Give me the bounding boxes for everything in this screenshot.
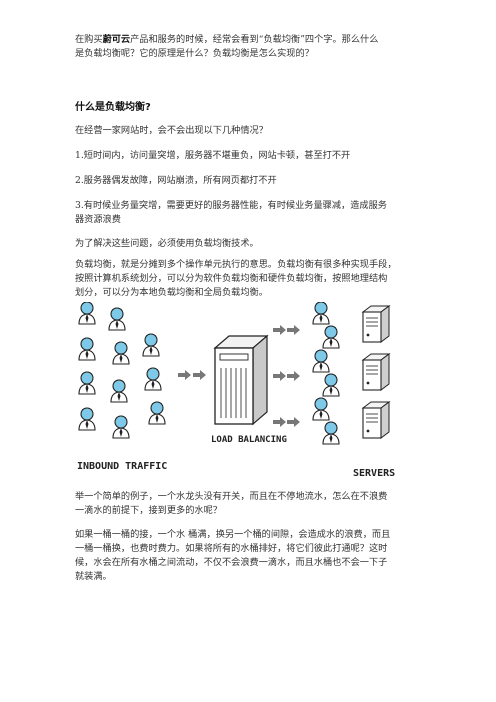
load-balancer-icon [213, 334, 269, 426]
question-paragraph: 在经营一家网站时，会不会出现以下几种情况？ [75, 125, 268, 136]
inbound-user-icons [78, 302, 166, 439]
load-balancing-illustration: INBOUND TRAFFIC LOAD BALANCING SERVERS [75, 302, 421, 507]
case-2: 2.服务器偶发故障，网站崩溃，所有网页都打不开 [75, 175, 277, 186]
case-1: 1.短时间内，访问量突增，服务器不堪重负，网站卡顿，甚至打不开 [75, 150, 351, 161]
brand-name: 蔚可云 [102, 34, 131, 45]
load-balancing-label: LOAD BALANCING [211, 435, 287, 445]
example-paragraph: 举一个简单的例子，一个水龙头没有开关，而且在不停地流水，怎么在不浪费 一滴水的前… [75, 491, 388, 516]
servers-label: SERVERS [353, 468, 395, 479]
inbound-arrow-icons [178, 370, 206, 380]
buckets-paragraph: 如果一桶一桶的接，一个水 桶满，换另一个桶的间隙，会造成水的浪费，而且 一桶一桶… [75, 529, 391, 582]
load-balancing-diagram: INBOUND TRAFFIC LOAD BALANCING SERVERS [77, 302, 395, 479]
intro-paragraph: 在购买蔚可云产品和服务的时候，经常会看到“负载均衡”四个字。那么什么 是负载均衡… [75, 34, 379, 59]
server-icons [362, 305, 390, 439]
case-3: 3.有时候业务量突增，需要更好的服务器性能，有时候业务量骤减，造成服务 器资源浪… [75, 200, 387, 225]
definition-paragraph: 负载均衡，就是分摊到多个操作单元执行的意思。负载均衡有很多种实现手段， 按照计算… [75, 259, 397, 298]
solution-paragraph: 为了解决这些问题，必须使用负载均衡技术。 [75, 238, 259, 249]
inbound-traffic-label: INBOUND TRAFFIC [77, 461, 167, 472]
outbound-arrow-icons [273, 325, 300, 427]
section-heading: 什么是负载均衡? [75, 102, 151, 113]
server-user-icons [312, 302, 340, 445]
